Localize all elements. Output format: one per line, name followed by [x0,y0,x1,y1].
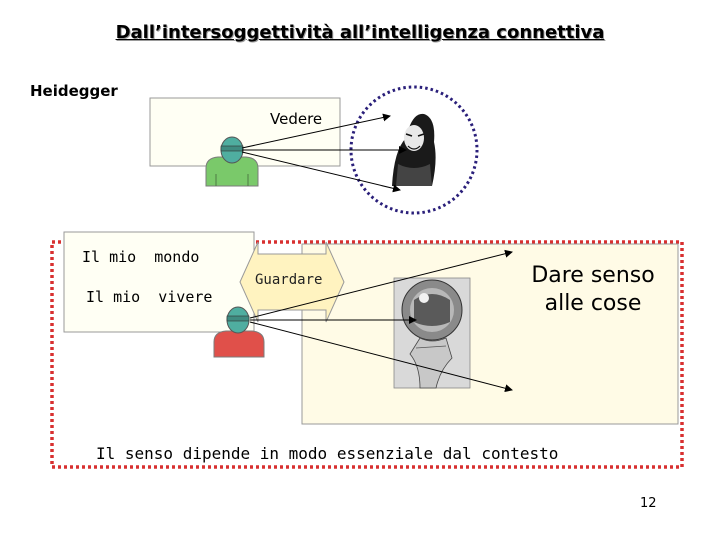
guardare-arrow-lower [249,321,513,393]
person-green [205,136,259,187]
guardare-arrow-upper [249,249,513,319]
page-number: 12 [640,496,657,511]
guardare-arrow [239,241,345,323]
label-heidegger: Heidegger [30,82,118,100]
slide-title: Dall’intersoggettività all’intelligenza … [115,22,605,43]
contesto-frame [301,243,679,425]
sphere-hand-image [393,277,471,389]
vedere-arrow-upper [241,113,391,149]
mio-mondo-frame [63,231,255,333]
dare-senso-text: Dare senso alle cose [510,262,676,318]
label-guardare: Guardare [255,272,323,288]
heidegger-portrait [386,108,438,190]
label-il-mio-mondo: Il mio mondo [82,248,200,266]
heidegger-frame [149,97,341,167]
context-box [50,240,684,469]
label-dare-senso: Dare senso [531,263,655,288]
label-alle-cose: alle cose [544,291,642,316]
person-red [213,306,265,358]
label-contesto: Il senso dipende in modo essenziale dal … [96,444,559,463]
label-vedere: Vedere [270,110,323,128]
label-il-mio-vivere: Il mio vivere [86,288,213,306]
vedere-arrow-lower [241,151,401,193]
